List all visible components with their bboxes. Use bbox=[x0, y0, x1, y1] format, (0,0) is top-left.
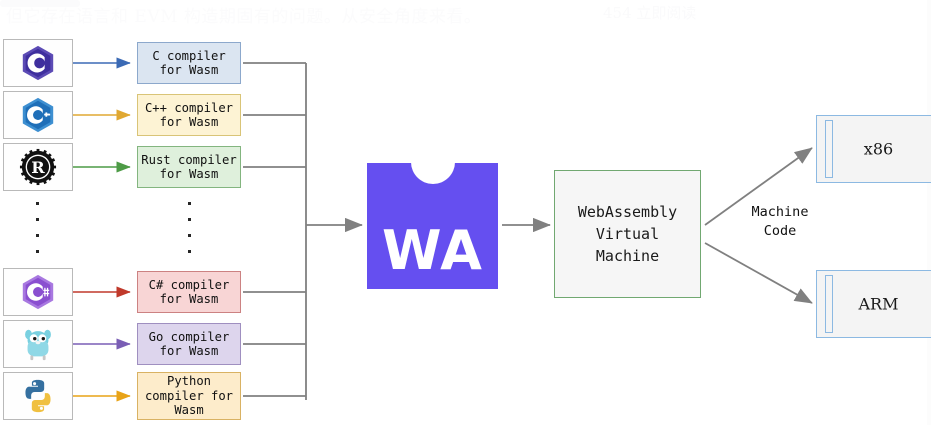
machine-code-label: Machine Code bbox=[751, 204, 809, 239]
background-paragraph-text: 但它存在语言和 EVM 构造期固有的问题。从安全角度来看。 bbox=[6, 7, 482, 27]
background-meta-text: 454 立即阅读 bbox=[603, 4, 697, 22]
svg-text:R: R bbox=[31, 158, 45, 177]
language-cell-cpp[interactable] bbox=[3, 91, 73, 139]
target-box-arm[interactable]: ARM bbox=[816, 270, 931, 338]
target-box-x86-label: x86 bbox=[863, 139, 894, 159]
ellipsis-compilers bbox=[188, 202, 191, 253]
python-language-icon bbox=[25, 379, 51, 413]
compiler-box-cpp[interactable]: C++ compiler for Wasm bbox=[137, 94, 241, 136]
language-cell-c[interactable] bbox=[3, 39, 73, 87]
compiler-box-python[interactable]: Python compiler for Wasm bbox=[137, 372, 241, 420]
c-language-icon bbox=[22, 45, 54, 81]
target-box-x86[interactable]: x86 bbox=[816, 115, 931, 183]
webassembly-virtual-machine-box[interactable]: WebAssembly Virtual Machine bbox=[554, 170, 701, 298]
cpp-language-icon bbox=[22, 97, 54, 133]
go-language-icon bbox=[25, 329, 51, 361]
target-box-arm-tab bbox=[825, 275, 833, 333]
compiler-box-c[interactable]: C compiler for Wasm bbox=[137, 42, 241, 84]
page-scrollbar[interactable] bbox=[927, 0, 931, 425]
csharp-language-icon bbox=[22, 274, 54, 310]
ellipsis-languages bbox=[36, 202, 39, 253]
webassembly-logo-text: WA bbox=[382, 219, 483, 282]
language-cell-csharp[interactable] bbox=[3, 268, 73, 316]
target-box-arm-label: ARM bbox=[858, 294, 899, 314]
webassembly-logo[interactable]: WA bbox=[367, 162, 498, 289]
language-cell-rust[interactable]: R bbox=[3, 143, 73, 191]
background-smudge bbox=[0, 0, 80, 7]
rust-language-icon: R bbox=[19, 148, 57, 186]
language-cell-python[interactable] bbox=[3, 372, 73, 420]
compiler-box-go[interactable]: Go compiler for Wasm bbox=[137, 323, 241, 365]
compiler-box-csharp[interactable]: C# compiler for Wasm bbox=[137, 271, 241, 313]
compiler-box-rust[interactable]: Rust compiler for Wasm bbox=[137, 146, 241, 188]
webassembly-logo-notch bbox=[410, 162, 455, 184]
target-box-x86-tab bbox=[825, 120, 833, 178]
language-cell-go[interactable] bbox=[3, 320, 73, 368]
